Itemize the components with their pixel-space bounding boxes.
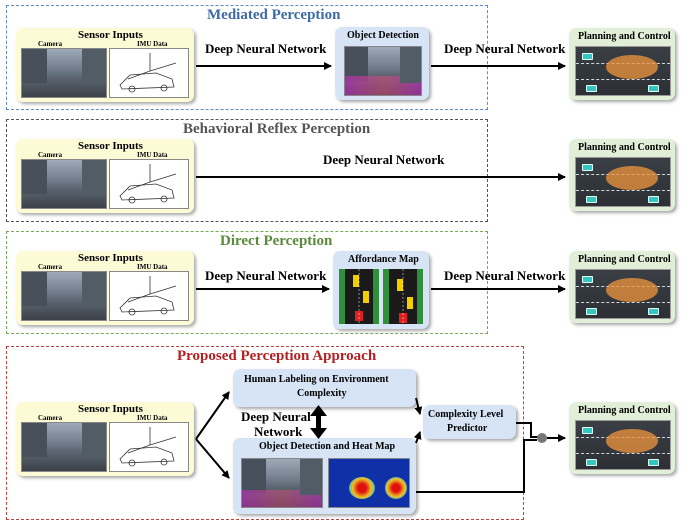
affordance-map-box: Affordance Map <box>333 251 429 329</box>
camera-label: Camera <box>38 414 63 422</box>
planning-control-box-3: Planning and Control <box>569 251 675 323</box>
proposed-title: Proposed Perception Approach <box>177 348 377 364</box>
dnn-label-direct-2: Deep Neural Network <box>444 268 566 283</box>
planning-control-label: Planning and Control <box>578 31 671 42</box>
heat-spot-left <box>349 477 375 499</box>
imu-label: IMU Data <box>137 263 168 271</box>
affordance-map-label: Affordance Map <box>348 254 419 265</box>
mediated-section <box>6 5 488 110</box>
planning-control-label: Planning and Control <box>578 405 671 416</box>
imu-car-diagram <box>109 48 189 98</box>
imu-label: IMU Data <box>137 40 168 48</box>
planning-control-box-1: Planning and Control <box>569 28 675 100</box>
heat-spot-right <box>385 477 407 499</box>
direct-title: Direct Perception <box>220 233 333 249</box>
proposed-section <box>6 346 524 520</box>
sensor-inputs-box-1: Sensor Inputs Camera IMU Data <box>16 28 194 102</box>
imu-label: IMU Data <box>137 151 168 159</box>
dnn-label-proposed-line1: Deep Neural <box>241 409 311 424</box>
arrow-sensor-to-human-labeling <box>195 391 230 440</box>
affordance-map-image <box>339 269 423 324</box>
planning-road-image <box>575 269 671 319</box>
sensor-inputs-label: Sensor Inputs <box>78 140 143 152</box>
sensor-inputs-box-3: Sensor Inputs Camera IMU Data <box>16 251 194 325</box>
dnn-label-direct-1: Deep Neural Network <box>205 268 327 283</box>
object-heat-map-label: Object Detection and Heat Map <box>259 441 396 452</box>
object-heat-map-box: Object Detection and Heat Map <box>233 438 416 514</box>
line-predictor-to-junction <box>516 422 538 438</box>
bidirectional-arrow <box>310 405 327 439</box>
arrow-human-labeling-to-predictor <box>414 397 423 415</box>
line-heat-map-to-junction <box>416 439 537 493</box>
sensor-inputs-label: Sensor Inputs <box>78 29 143 41</box>
human-labeling-box: Human Labeling on Environment Complexity <box>233 369 416 407</box>
planning-road-image <box>575 46 671 96</box>
object-detection-box: Object Detection <box>335 27 429 100</box>
imu-car-diagram <box>109 271 189 321</box>
camera-image <box>21 159 107 209</box>
dnn-label-mediated-2: Deep Neural Network <box>444 41 566 56</box>
arrow-sensor-to-heat-map <box>195 438 230 479</box>
planning-control-box-4: Planning and Control <box>569 402 675 474</box>
arrow-heat-map-to-predictor <box>413 431 422 444</box>
camera-image <box>21 48 107 98</box>
planning-control-label: Planning and Control <box>578 142 671 153</box>
behavioral-title: Behavioral Reflex Perception <box>183 121 371 137</box>
camera-image <box>21 271 107 321</box>
complexity-predictor-label-line1: Complexity Level <box>428 409 504 420</box>
camera-label: Camera <box>38 263 63 271</box>
human-labeling-label-line2: Complexity <box>297 388 347 399</box>
imu-car-diagram <box>109 159 189 209</box>
sensor-inputs-box-2: Sensor Inputs Camera IMU Data <box>16 139 194 213</box>
human-labeling-label-line1: Human Labeling on Environment <box>244 374 389 385</box>
object-detection-thumbnail <box>241 458 323 508</box>
heat-map-image <box>328 458 410 508</box>
mediated-title: Mediated Perception <box>207 7 341 23</box>
complexity-predictor-box: Complexity Level Predictor <box>423 405 516 439</box>
direct-section <box>6 231 488 334</box>
object-detection-label: Object Detection <box>347 30 419 41</box>
object-detection-image <box>344 46 422 96</box>
camera-label: Camera <box>38 40 63 48</box>
planning-control-label: Planning and Control <box>578 254 671 265</box>
imu-label: IMU Data <box>137 414 168 422</box>
camera-label: Camera <box>38 151 63 159</box>
dnn-label-mediated-1: Deep Neural Network <box>205 41 327 56</box>
sensor-inputs-label: Sensor Inputs <box>78 252 143 264</box>
behavioral-section <box>6 119 488 222</box>
sensor-inputs-label: Sensor Inputs <box>78 403 143 415</box>
imu-car-diagram <box>109 422 189 472</box>
sensor-inputs-box-4: Sensor Inputs Camera IMU Data <box>16 402 194 476</box>
dnn-label-behavioral: Deep Neural Network <box>323 152 445 167</box>
planning-control-box-2: Planning and Control <box>569 139 675 211</box>
planning-road-image <box>575 157 671 207</box>
camera-image <box>21 422 107 472</box>
complexity-predictor-label-line2: Predictor <box>447 423 488 434</box>
planning-road-image <box>575 420 671 470</box>
junction-node <box>537 433 547 443</box>
dnn-label-proposed-line2: Network <box>254 424 303 439</box>
